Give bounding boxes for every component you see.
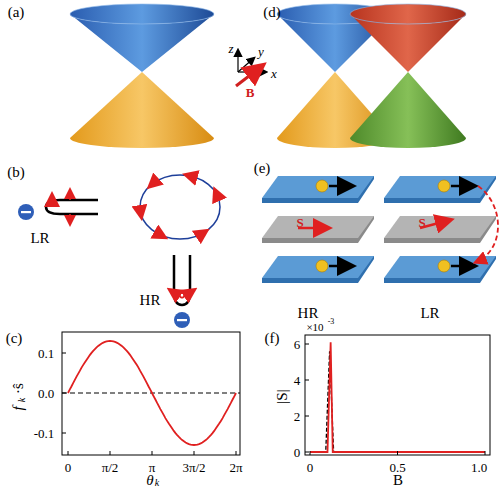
axis-subscript: k bbox=[155, 478, 159, 488]
cone-top bbox=[70, 4, 214, 24]
axis-title: ·ŝ bbox=[11, 383, 26, 394]
tick bbox=[62, 393, 66, 394]
tick bbox=[62, 433, 66, 434]
plate-top bbox=[262, 176, 374, 198]
region-label: HR bbox=[298, 306, 319, 321]
axis-title: |S| bbox=[274, 389, 289, 403]
spin-arrow bbox=[329, 185, 352, 188]
tick bbox=[305, 344, 309, 345]
panel-label: (a) bbox=[8, 5, 25, 20]
tick-label: 0 bbox=[307, 461, 314, 474]
tick bbox=[68, 451, 69, 455]
spin-arrow bbox=[451, 185, 474, 188]
electron bbox=[438, 180, 450, 192]
tick-label: 0.0 bbox=[38, 387, 54, 400]
tick bbox=[305, 452, 309, 453]
plate-edge bbox=[262, 278, 358, 283]
spin-arrow bbox=[150, 180, 157, 186]
tick-label: 0.5 bbox=[389, 461, 405, 474]
plate-edge bbox=[384, 198, 480, 203]
tick-label: 6 bbox=[294, 338, 301, 351]
tick-label: 0.1 bbox=[38, 347, 54, 360]
lower-cone bbox=[350, 72, 466, 148]
tick bbox=[110, 451, 111, 455]
tick-label: π bbox=[149, 461, 156, 474]
tick bbox=[62, 353, 66, 354]
axis-subscript: k bbox=[17, 398, 27, 402]
panel-label: (b) bbox=[7, 165, 25, 180]
tick bbox=[305, 380, 309, 381]
field-label: B bbox=[246, 86, 255, 99]
plate-top bbox=[262, 216, 374, 238]
cone-top bbox=[350, 4, 466, 24]
region-label: HR bbox=[140, 293, 161, 308]
tick-label: π/2 bbox=[102, 461, 119, 474]
spin-arrow bbox=[140, 208, 141, 217]
spin-arrow bbox=[451, 265, 474, 268]
spin-arrow bbox=[215, 190, 219, 198]
electron bbox=[316, 180, 328, 192]
spin-arrow bbox=[199, 231, 206, 236]
axis-title: B bbox=[393, 473, 403, 488]
axis-name: y bbox=[258, 45, 264, 58]
tick-label: 2π bbox=[229, 461, 242, 474]
tick bbox=[194, 451, 195, 455]
plate-edge bbox=[262, 238, 358, 243]
region-label: LR bbox=[420, 306, 439, 321]
panel-label: (c) bbox=[6, 331, 23, 346]
scale-factor: ×10 bbox=[306, 322, 323, 333]
scale-exponent: -3 bbox=[328, 318, 335, 326]
tick-label: 4 bbox=[294, 374, 301, 387]
axis-title: θ bbox=[146, 473, 153, 488]
axis-name: x bbox=[271, 67, 277, 80]
panel-label: (d) bbox=[263, 5, 281, 20]
axis-name: z bbox=[228, 42, 233, 55]
plate-edge bbox=[384, 278, 480, 283]
axis-title: f bbox=[10, 406, 25, 410]
tick bbox=[397, 451, 398, 455]
tick bbox=[152, 451, 153, 455]
tick-label: 3π/2 bbox=[182, 461, 205, 474]
tick-label: -0.1 bbox=[34, 427, 55, 440]
plate-edge bbox=[262, 198, 358, 203]
region-label: LR bbox=[30, 231, 49, 246]
tick-label: 0 bbox=[65, 461, 72, 474]
tick bbox=[485, 451, 486, 455]
tick-label: 0 bbox=[294, 446, 301, 459]
tick-label: 1.0 bbox=[471, 461, 487, 474]
plate-top bbox=[262, 256, 374, 278]
panel-label: (e) bbox=[254, 161, 271, 176]
spin-label: S bbox=[418, 216, 425, 229]
electron bbox=[316, 260, 328, 272]
tick bbox=[236, 451, 237, 455]
spin-arrow bbox=[186, 175, 195, 177]
panel-label: (f) bbox=[265, 331, 280, 346]
plate-edge bbox=[384, 238, 480, 243]
tick bbox=[305, 416, 309, 417]
tick-label: 2 bbox=[294, 410, 301, 423]
tick bbox=[310, 451, 311, 455]
spin-arrow bbox=[157, 233, 165, 237]
spin-arrow bbox=[329, 265, 352, 268]
plate-top bbox=[384, 216, 496, 238]
electron bbox=[438, 260, 450, 272]
plate-top bbox=[384, 256, 496, 278]
spin-label: S bbox=[296, 216, 303, 229]
lower-cone bbox=[70, 72, 214, 148]
